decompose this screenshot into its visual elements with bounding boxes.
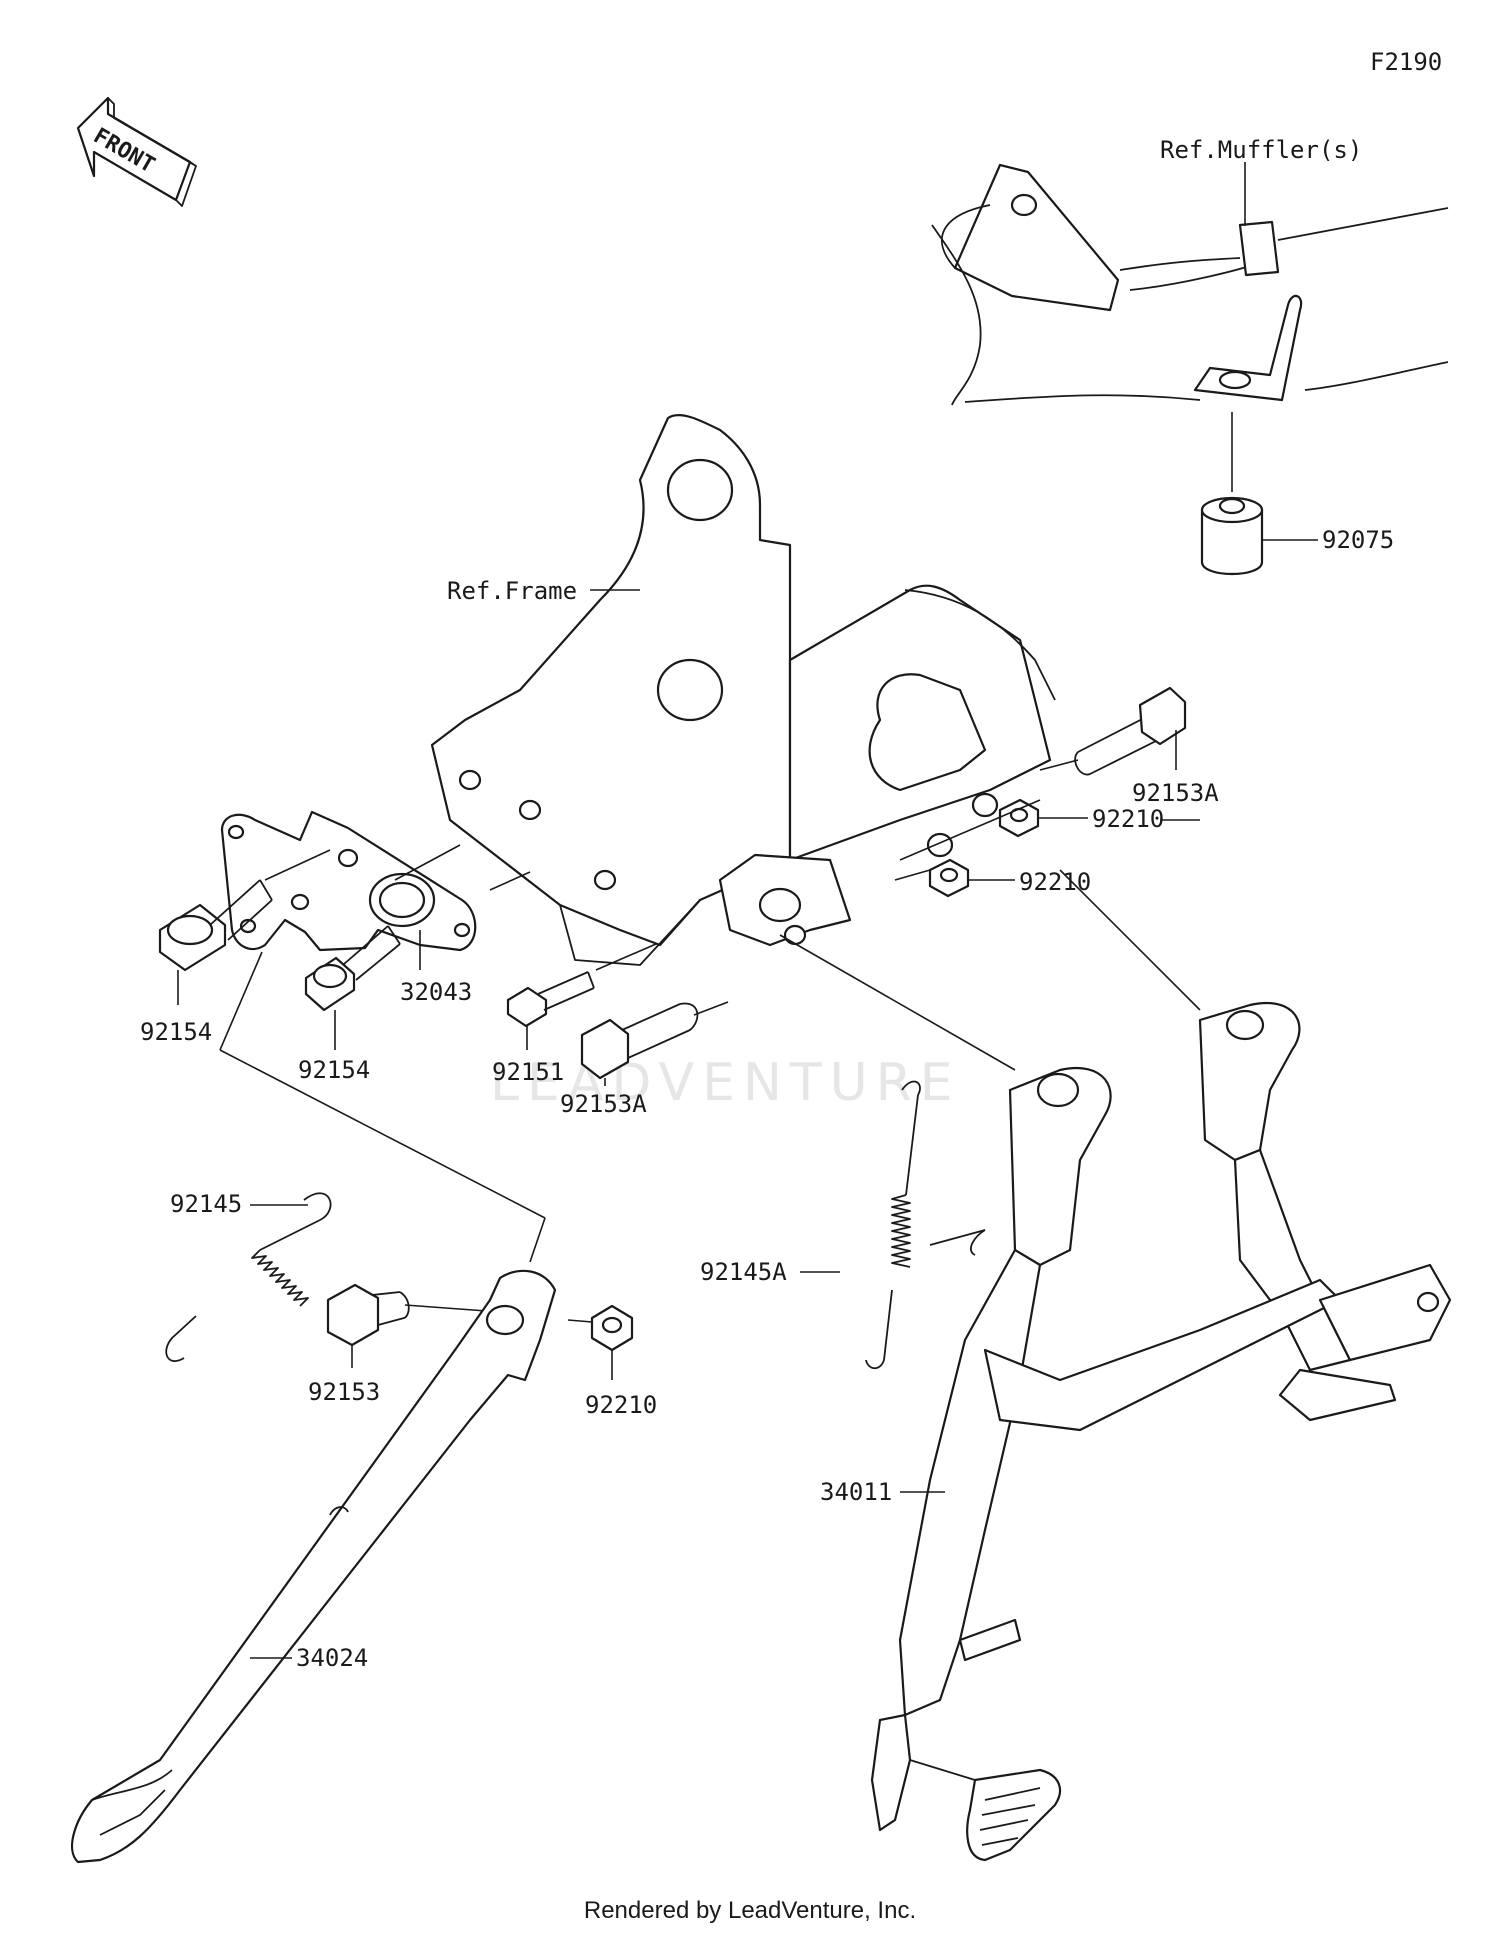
label-92210-lower: 92210 [1019, 868, 1091, 896]
bolt-92154-left [158, 879, 273, 972]
label-92153A-right: 92153A [1132, 779, 1219, 807]
spring-92145 [165, 1192, 332, 1362]
side-stand-34024 [70, 1269, 557, 1864]
label-92151: 92151 [492, 1058, 564, 1086]
label-32043: 32043 [400, 978, 472, 1006]
bolt-92151 [506, 971, 595, 1028]
nut-92210-upper [998, 798, 1040, 838]
nut-92210-lower [928, 858, 970, 898]
bolt-92153 [326, 1283, 410, 1347]
frame-drawing [430, 413, 1056, 966]
label-34024: 34024 [296, 1644, 368, 1672]
center-stand-34011 [870, 1002, 1452, 1862]
label-92210-upper: 92210 [1092, 805, 1164, 833]
label-34011: 34011 [820, 1478, 892, 1506]
label-92154-left: 92154 [140, 1018, 212, 1046]
ref-frame-label: Ref.Frame [447, 577, 577, 605]
label-92154-right: 92154 [298, 1056, 370, 1084]
bolt-92153A-right [1074, 686, 1187, 776]
label-92145A: 92145A [700, 1258, 787, 1286]
spring-92145A [865, 1080, 921, 1370]
ref-muffler-label: Ref.Muffler(s) [1160, 136, 1362, 164]
bracket-32043-drawing [220, 810, 477, 952]
front-arrow-icon: FRONT [76, 96, 197, 207]
label-92153: 92153 [308, 1378, 380, 1406]
label-92210-side: 92210 [585, 1391, 657, 1419]
watermark: LEADVENTURE [490, 1053, 961, 1113]
label-92153A-lower: 92153A [560, 1090, 647, 1118]
muffler-bracket-drawing [931, 163, 1449, 576]
render-credit: Rendered by LeadVenture, Inc. [583, 1897, 917, 1924]
label-92145: 92145 [170, 1190, 242, 1218]
nut-92210-side [590, 1304, 634, 1352]
label-92075: 92075 [1322, 526, 1394, 554]
bolt-92153A-lower [580, 1002, 699, 1080]
bolt-92154-right [304, 925, 401, 1012]
figure-id: F2190 [1370, 48, 1442, 76]
